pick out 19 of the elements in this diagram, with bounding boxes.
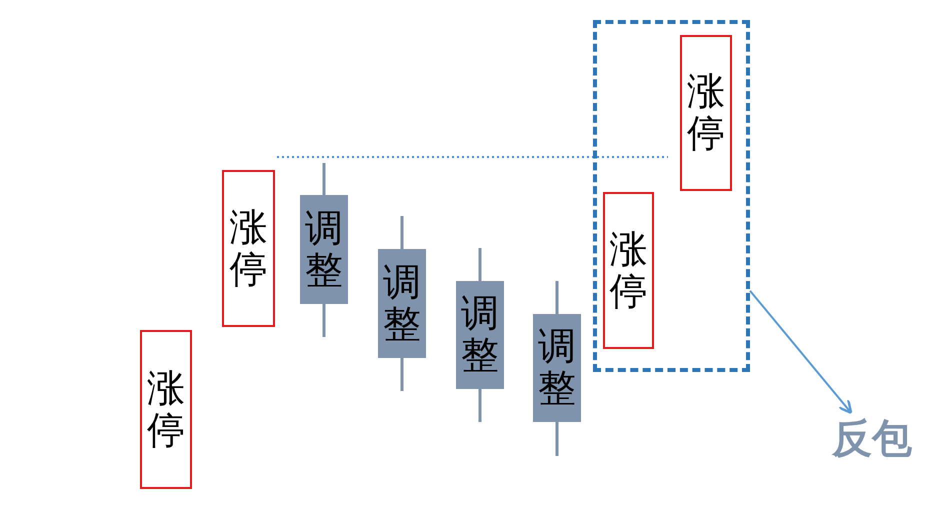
limit-up-candle [680, 35, 732, 191]
candle-label: 调整 [538, 326, 576, 410]
candle-label: 调整 [383, 262, 421, 346]
limit-up-candle [222, 170, 275, 327]
adjustment-candle [378, 249, 426, 358]
dashed-frame [593, 20, 750, 372]
candle-label: 涨停 [230, 206, 268, 290]
limit-up-candle [603, 192, 654, 349]
candle-label: 涨停 [610, 228, 648, 312]
adjustment-candle [533, 314, 581, 422]
adjustment-candle [456, 281, 504, 389]
result-label: 反包 [830, 412, 914, 464]
limit-up-candle [140, 330, 192, 489]
arrow [749, 290, 852, 414]
candle-label: 调整 [305, 208, 343, 292]
candle-label: 涨停 [687, 71, 725, 155]
candle-label: 涨停 [147, 368, 185, 452]
adjustment-candle [300, 195, 348, 304]
candle-label: 调整 [461, 293, 499, 377]
